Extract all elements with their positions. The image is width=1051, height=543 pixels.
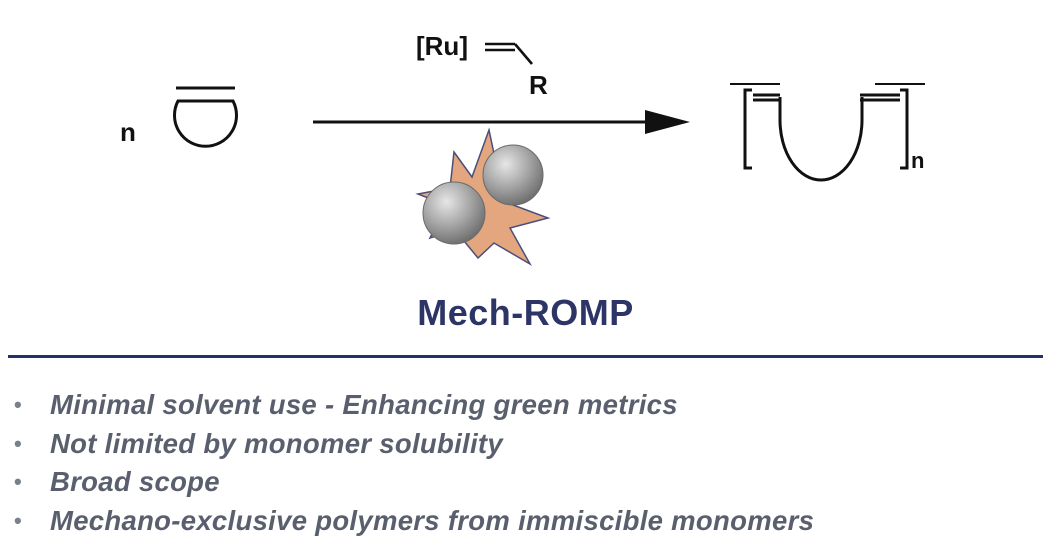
bullet-icon: • bbox=[14, 430, 23, 456]
bullet-icon: • bbox=[14, 392, 23, 417]
cyclic-monomer-icon bbox=[173, 86, 238, 148]
list-item-text: Mechano-exclusive polymers from immiscib… bbox=[50, 504, 815, 536]
bullet-icon: • bbox=[14, 507, 23, 533]
catalyst-alkylidene-icon bbox=[485, 42, 533, 65]
list-item: • Not limited by monomer solubility bbox=[12, 425, 814, 464]
list-item: • Minimal solvent use - Enhancing green … bbox=[12, 386, 814, 425]
list-item-text: Not limited by monomer solubility bbox=[50, 427, 503, 459]
catalyst-substituent: R bbox=[529, 70, 548, 100]
polymer-repeat-unit-icon bbox=[730, 83, 925, 182]
list-item-text: Minimal solvent use - Enhancing green me… bbox=[50, 389, 678, 420]
section-divider bbox=[8, 355, 1043, 358]
feature-list: • Minimal solvent use - Enhancing green … bbox=[12, 386, 814, 540]
polymer-subscript: n bbox=[911, 148, 924, 173]
catalyst-label: [Ru] bbox=[416, 31, 468, 61]
monomer-coefficient: n bbox=[120, 117, 136, 147]
reaction-scheme: n [Ru] R n bbox=[120, 31, 925, 267]
list-item: • Mechano-exclusive polymers from immisc… bbox=[12, 502, 814, 541]
list-item-text: Broad scope bbox=[50, 466, 220, 497]
page-title: Mech-ROMP bbox=[417, 292, 634, 333]
ball-mill-collision-icon bbox=[415, 127, 551, 267]
bullet-icon: • bbox=[14, 469, 23, 494]
list-item: • Broad scope bbox=[12, 463, 814, 502]
reaction-arrow-icon bbox=[313, 110, 690, 134]
